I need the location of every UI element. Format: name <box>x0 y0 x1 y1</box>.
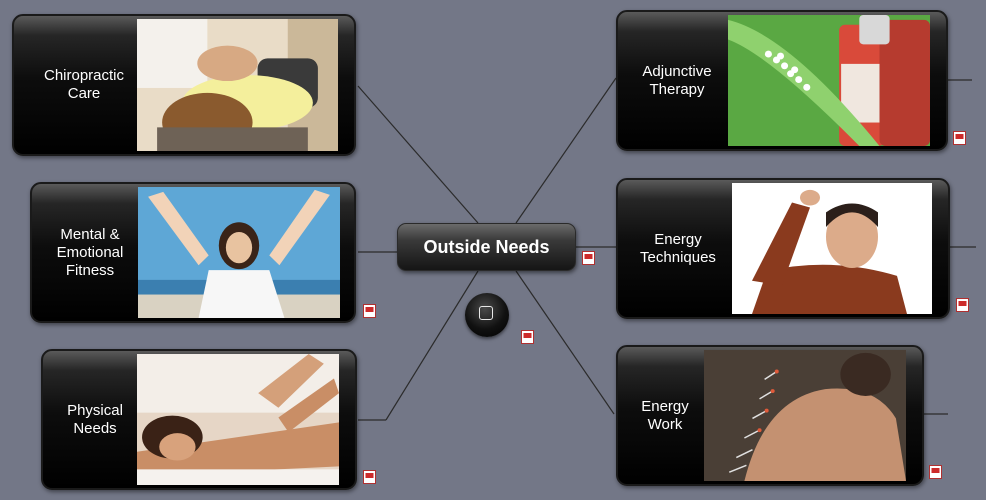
note-icon[interactable] <box>521 330 534 344</box>
connector-physical-b <box>385 270 479 421</box>
adjunctive-therapy-photo <box>728 15 930 146</box>
topic-label: Energy Work <box>641 397 689 433</box>
topic-label: Adjunctive Therapy <box>642 62 712 98</box>
topic-label: Chiropractic Care <box>43 67 125 102</box>
topic-label: Energy Techniques <box>640 230 716 266</box>
note-icon[interactable] <box>363 304 376 318</box>
note-icon[interactable] <box>363 470 376 484</box>
connector-adjunctive <box>515 77 617 224</box>
topic-energy-work[interactable]: Energy Work <box>616 345 924 486</box>
energy-techniques-photo <box>732 183 932 314</box>
note-icon[interactable] <box>929 465 942 479</box>
topic-mental-emotional-fitness[interactable]: Mental & Emotional Fitness <box>30 182 356 323</box>
energy-work-photo <box>704 350 906 481</box>
topic-energy-techniques[interactable]: Energy Techniques <box>616 178 950 319</box>
topic-physical-needs[interactable]: Physical Needs <box>41 349 357 490</box>
note-icon[interactable] <box>956 298 969 312</box>
physical-needs-photo <box>137 354 339 485</box>
topic-chiropractic-care[interactable]: Chiropractic Care <box>12 14 356 156</box>
note-icon[interactable] <box>953 131 966 145</box>
connector-energy-work <box>515 270 615 415</box>
mental-fitness-photo <box>138 187 340 318</box>
central-topic-label: Outside Needs <box>423 236 550 257</box>
collapse-icon[interactable] <box>465 293 509 337</box>
note-icon[interactable] <box>582 251 595 265</box>
chiropractic-photo <box>137 19 338 151</box>
topic-adjunctive-therapy[interactable]: Adjunctive Therapy <box>616 10 948 151</box>
connector-chiropractic <box>357 85 479 224</box>
central-topic[interactable]: Outside Needs <box>397 223 576 271</box>
topic-label: Physical Needs <box>67 401 123 437</box>
topic-label: Mental & Emotional Fitness <box>56 225 124 279</box>
square-icon <box>479 306 493 320</box>
